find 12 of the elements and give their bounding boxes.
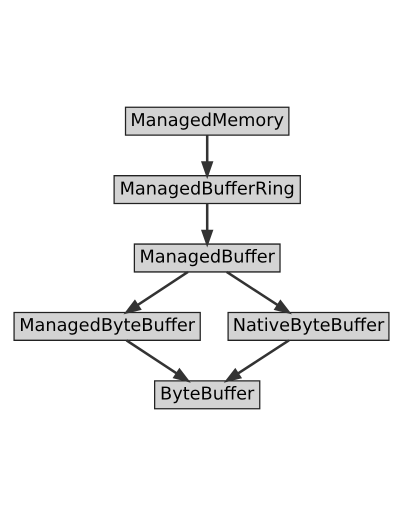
node-box: ManagedByteBuffer bbox=[12, 311, 200, 340]
arrow bbox=[125, 338, 190, 382]
arrow bbox=[226, 270, 292, 314]
node-box: ManagedBufferRing bbox=[112, 174, 300, 204]
node-box: ManagedBuffer bbox=[133, 242, 280, 272]
arrow bbox=[200, 134, 213, 179]
arrow bbox=[223, 338, 290, 382]
node-box: ManagedMemory bbox=[124, 106, 290, 136]
arrow bbox=[123, 270, 188, 314]
node-box: ByteBuffer bbox=[154, 380, 260, 409]
arrow bbox=[200, 203, 213, 247]
node-box: NativeByteBuffer bbox=[226, 311, 390, 340]
